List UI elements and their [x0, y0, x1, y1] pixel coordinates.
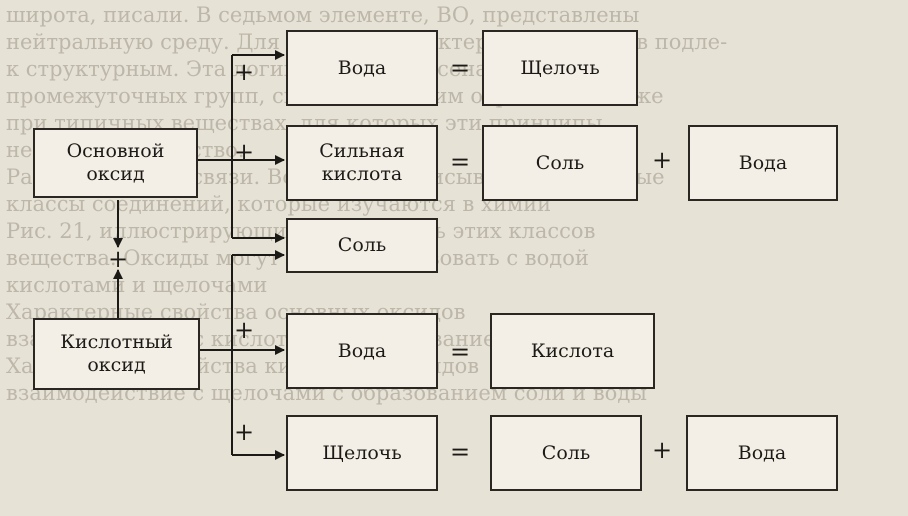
equals-sign: = [449, 54, 471, 82]
water-box-2: Вода [286, 313, 438, 389]
alkali-input-box: Щелочь [286, 415, 438, 491]
salt-center-box: Соль [286, 218, 438, 273]
salt-result-box-2: Соль [490, 415, 642, 491]
basic-oxide-box: Основной оксид [33, 128, 198, 198]
plus-sign: + [651, 146, 673, 174]
bg-line: широта, писали. В седьмом элементе, ВО, … [6, 3, 640, 27]
bg-line: кислотами и щелочами [6, 273, 268, 297]
equals-sign: = [449, 338, 471, 366]
plus-sign: + [107, 245, 129, 273]
salt-result-box-1: Соль [482, 125, 638, 201]
acid-result-box: Кислота [490, 313, 655, 389]
plus-sign: + [233, 58, 255, 86]
equals-sign: = [449, 148, 471, 176]
water-result-box-2: Вода [686, 415, 838, 491]
alkali-result-box: Щелочь [482, 30, 638, 106]
water-box-1: Вода [286, 30, 438, 106]
equals-sign: = [449, 438, 471, 466]
plus-sign: + [233, 316, 255, 344]
plus-sign: + [233, 138, 255, 166]
plus-sign: + [233, 418, 255, 446]
strong-acid-box: Сильная кислота [286, 125, 438, 201]
plus-sign: + [651, 436, 673, 464]
water-result-box-1: Вода [688, 125, 838, 201]
acidic-oxide-box: Кислотный оксид [33, 318, 200, 390]
